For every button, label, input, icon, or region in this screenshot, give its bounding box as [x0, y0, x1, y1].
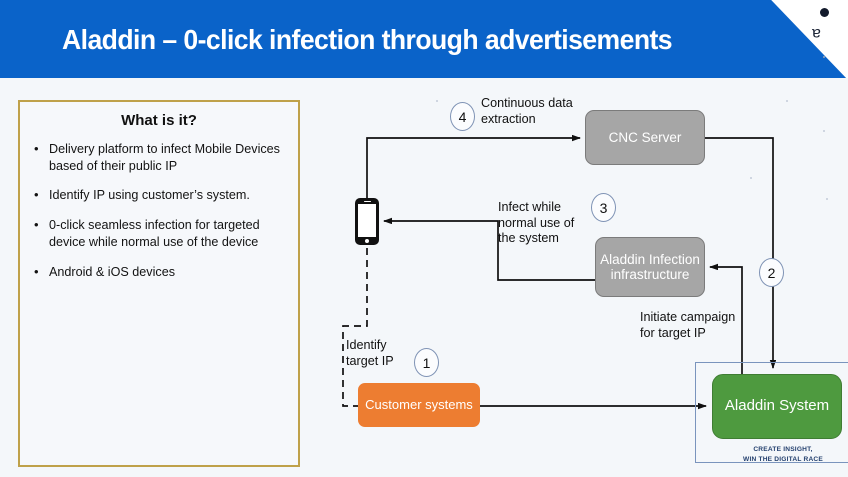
- flow-diagram: CNC Server Aladdin Infection infrastruct…: [318, 80, 848, 477]
- info-panel-heading: What is it?: [121, 112, 197, 129]
- brand-tagline: CREATE INSIGHT, WIN THE DIGITAL RACE: [708, 445, 848, 464]
- logo-dot-icon: [820, 8, 829, 17]
- node-cnc-server[interactable]: CNC Server: [585, 110, 705, 165]
- step-marker-4: 4: [450, 102, 475, 131]
- background-speck: [750, 177, 752, 179]
- step-caption-3: Infect while normal use of the system: [498, 200, 575, 246]
- list-item: Delivery platform to infect Mobile Devic…: [34, 140, 288, 174]
- node-aladdin-infection-infrastructure[interactable]: Aladdin Infection infrastructure: [595, 237, 705, 297]
- brand-tagline-line-1: CREATE INSIGHT,: [753, 446, 813, 453]
- wire-phone-to-cnc: [366, 134, 581, 200]
- logo-speck-icon: [823, 56, 825, 58]
- phone-home-button-icon: [365, 239, 369, 243]
- info-bullet-list: Delivery platform to infect Mobile Devic…: [20, 140, 298, 281]
- phone-speaker-icon: [363, 200, 371, 203]
- background-speck: [823, 130, 825, 132]
- wire-cnc-to-aladdin-system: [705, 137, 777, 369]
- step-caption-2: Initiate campaign for target IP: [640, 310, 736, 340]
- page-title: Aladdin – 0-click infection through adve…: [62, 24, 673, 55]
- list-item: 0-click seamless infection for targeted …: [34, 216, 288, 250]
- node-customer-systems[interactable]: Customer systems: [358, 383, 480, 427]
- wire-infrastructure-to-phone: [383, 217, 595, 281]
- mobile-phone-icon: [355, 198, 379, 245]
- phone-screen: [358, 204, 376, 237]
- step-marker-2: 2: [759, 258, 784, 287]
- wire-aladdin-system-to-infrastructure: [709, 263, 743, 374]
- connector-lines: [342, 134, 777, 410]
- background-speck: [786, 100, 788, 102]
- step-marker-1: 1: [414, 348, 439, 377]
- step-caption-4: Continuous data extraction: [481, 96, 573, 126]
- background-speck: [826, 198, 828, 200]
- corner-wedge-decoration: [771, 0, 848, 78]
- title-banner: Aladdin – 0-click infection through adve…: [0, 0, 848, 78]
- info-panel: What is it? Delivery platform to infect …: [18, 100, 300, 467]
- list-item: Android & iOS devices: [34, 263, 288, 281]
- step-caption-1: Identify target IP: [346, 338, 394, 368]
- node-aladdin-system[interactable]: Aladdin System: [712, 374, 842, 439]
- background-speck: [436, 100, 438, 102]
- wire-phone-to-customer-dashed: [342, 248, 368, 407]
- brand-frame: [695, 362, 848, 463]
- list-item: Identify IP using customer’s system.: [34, 186, 288, 204]
- step-marker-3: 3: [591, 193, 616, 222]
- brand-tagline-line-2: WIN THE DIGITAL RACE: [743, 455, 823, 463]
- logo-glyph-icon: a: [812, 25, 821, 42]
